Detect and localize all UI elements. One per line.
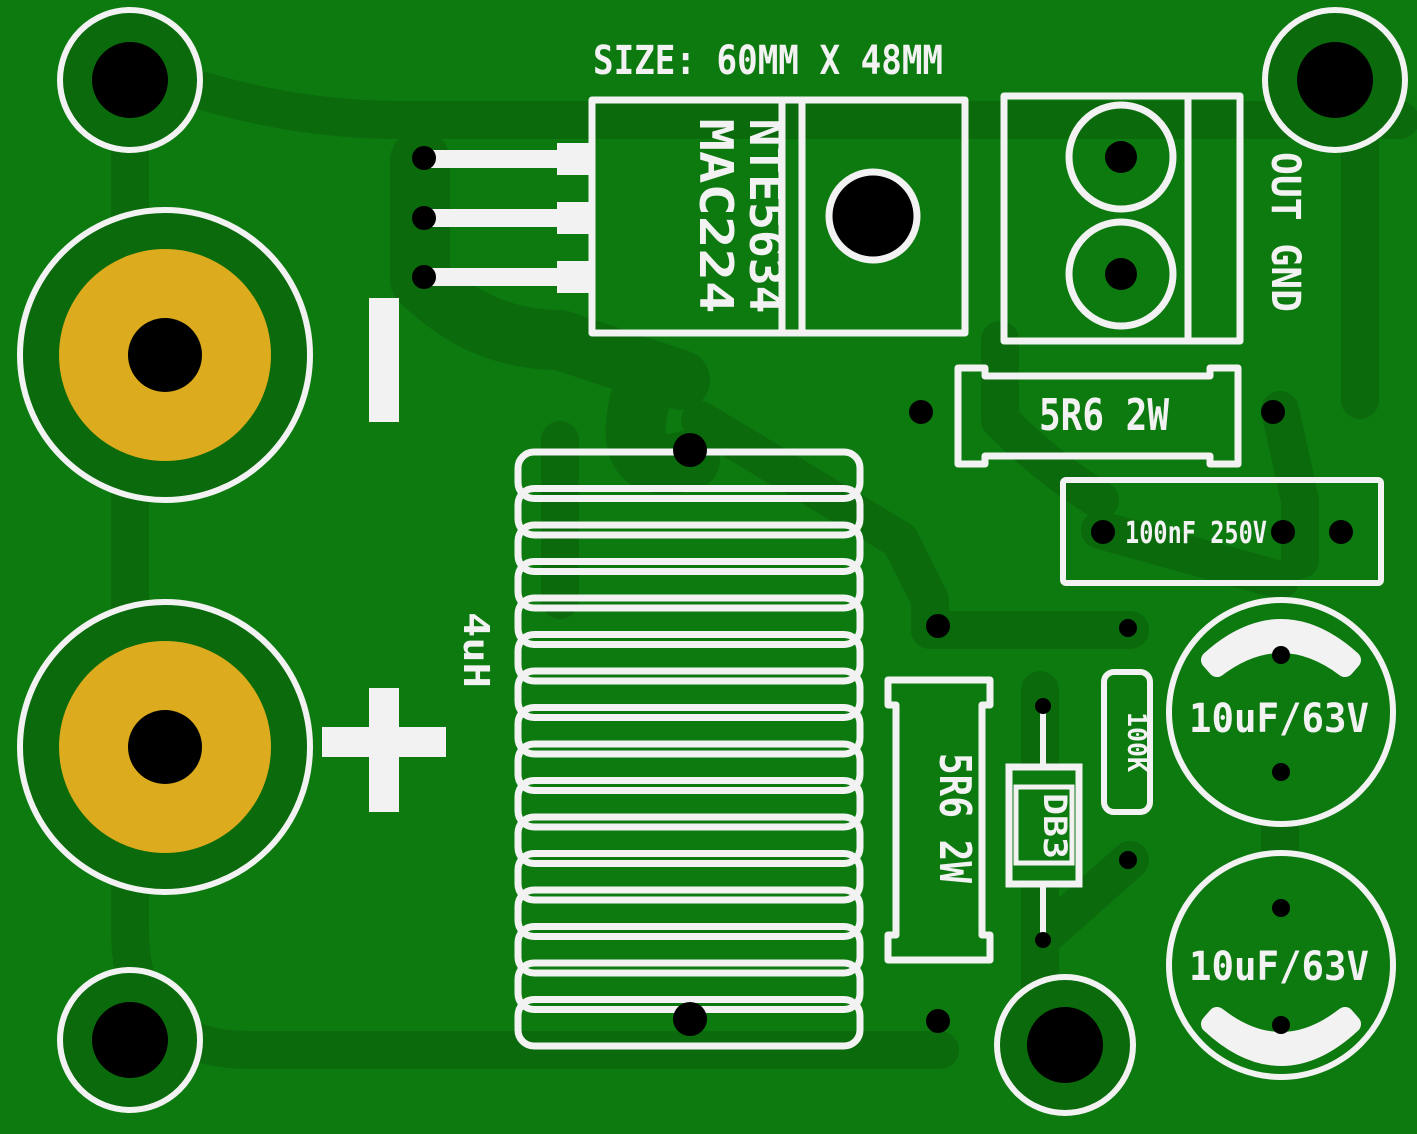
resistor-vertical-label: 5R6 2W (929, 753, 980, 883)
terminal-minus (17, 207, 313, 503)
mounting-hole-bottom-left (57, 967, 203, 1113)
mounting-hole-top-left (57, 7, 203, 153)
board-size-label: SIZE: 60MM X 48MM (593, 38, 943, 84)
coil-turn (514, 813, 864, 867)
connector-label: OUT GND (1262, 152, 1308, 312)
resistor-small-100k: 100K (1101, 619, 1153, 869)
mounting-hole-bottom-mid (994, 974, 1136, 1116)
coil-turn (514, 996, 864, 1050)
coil-turn (514, 521, 864, 575)
coil-turn (514, 740, 864, 794)
coil-turn (514, 886, 864, 940)
capacitor-film: 100nF 250V (1060, 477, 1384, 586)
cap-1-label: 10uF/63V (1189, 696, 1369, 742)
terminal-plus (17, 599, 313, 895)
mounting-hole-top-right (1262, 7, 1408, 153)
electrolytic-capacitor-1: 10uF/63V (1166, 597, 1396, 827)
coil-turn (514, 777, 864, 831)
triac-footprint: NTE5634 MAC224 (412, 96, 969, 337)
coil-turn (514, 558, 864, 612)
minus-symbol (369, 298, 399, 422)
coil-turn (514, 485, 864, 539)
coil-turn (514, 594, 864, 648)
coil-turn (514, 923, 864, 977)
coil-turn (514, 631, 864, 685)
output-connector: OUT GND (1000, 92, 1308, 345)
triac-label-line2: MAC224 (689, 119, 743, 314)
electrolytic-capacitor-2: 10uF/63V (1166, 850, 1396, 1080)
plus-symbol (322, 688, 446, 812)
resistor-top-label: 5R6 2W (1039, 390, 1169, 441)
diac-label: DB3 (1036, 793, 1074, 859)
coil-turn (514, 850, 864, 904)
coil-turn (514, 704, 864, 758)
coil-turn (514, 667, 864, 721)
resistor-vertical: 5R6 2W (884, 614, 994, 1033)
triac-legs (425, 143, 592, 293)
diac-db3: DB3 (1005, 698, 1083, 948)
inductor-coil: 4uH (455, 433, 864, 1050)
inductor-label: 4uH (455, 612, 496, 688)
triac-label-line1: NTE5634 (739, 118, 793, 313)
capacitor-film-label: 100nF 250V (1125, 516, 1267, 551)
cap-2-label: 10uF/63V (1189, 944, 1369, 990)
resistor-top: 5R6 2W (909, 364, 1285, 468)
resistor-small-label: 100K (1121, 712, 1151, 772)
